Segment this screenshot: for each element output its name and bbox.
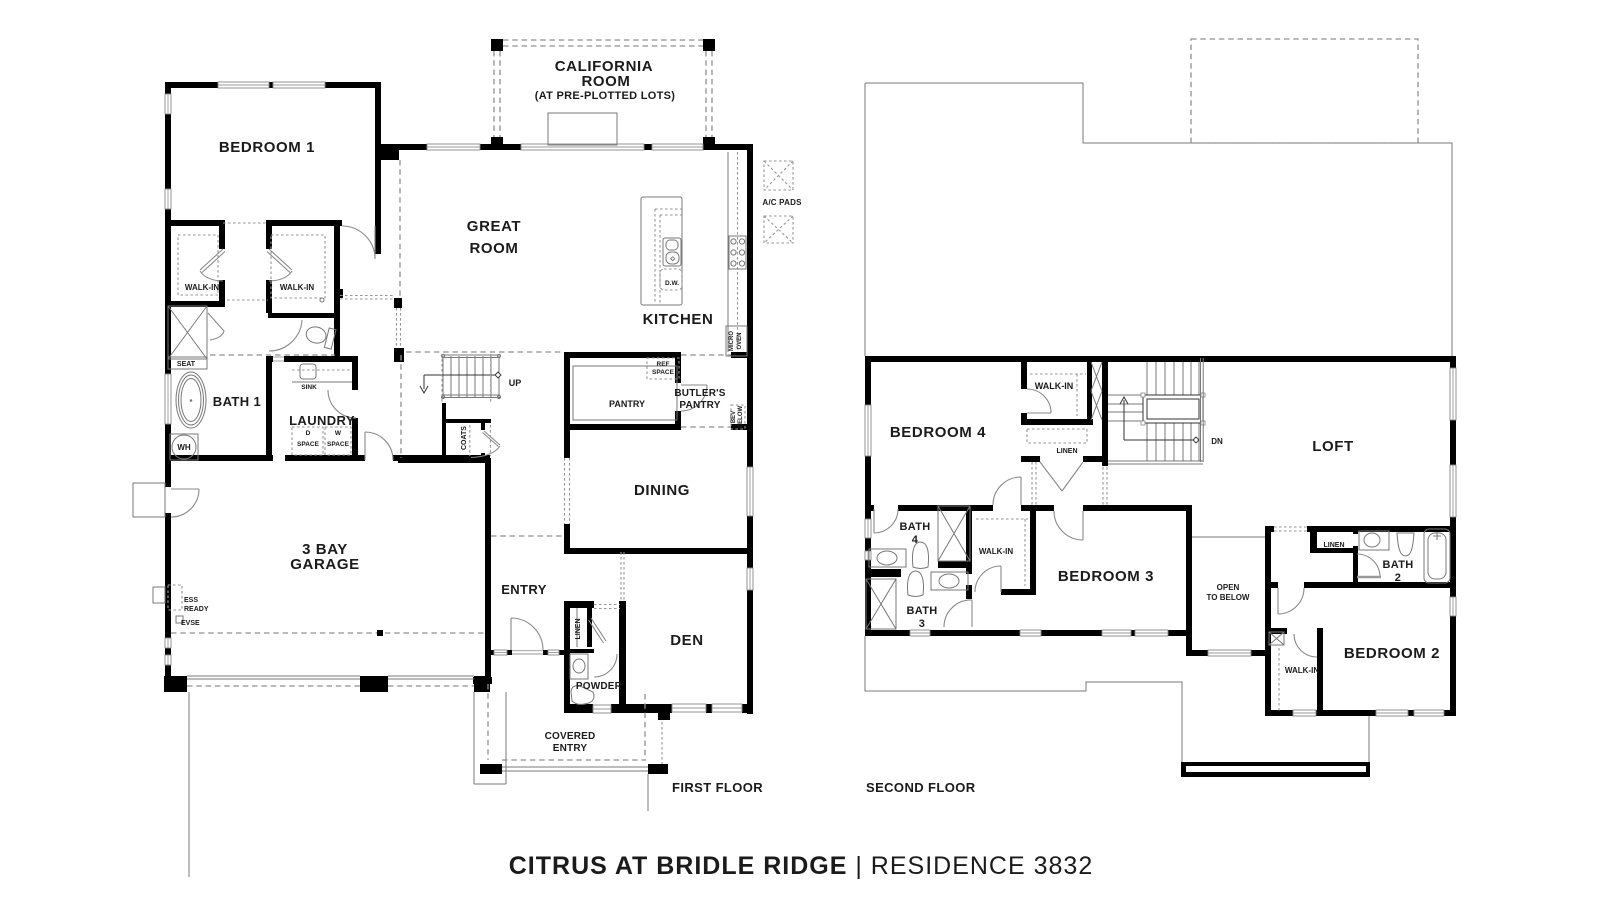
svg-text:BATH 1: BATH 1 (213, 394, 261, 409)
svg-text:WALK-IN: WALK-IN (185, 283, 219, 292)
svg-text:DINING: DINING (634, 482, 690, 499)
svg-text:4: 4 (912, 534, 919, 546)
svg-text:DN: DN (1211, 437, 1223, 446)
svg-text:PANTRY: PANTRY (679, 400, 720, 411)
svg-text:CITRUS AT BRIDLE RIDGE | RESID: CITRUS AT BRIDLE RIDGE | RESIDENCE 3832 (509, 852, 1093, 880)
svg-text:D: D (306, 430, 311, 437)
svg-text:SPACE: SPACE (652, 369, 675, 376)
svg-text:(AT PRE-PLOTTED LOTS): (AT PRE-PLOTTED LOTS) (535, 90, 676, 102)
svg-text:SECOND FLOOR: SECOND FLOOR (866, 780, 976, 795)
svg-text:BELOW: BELOW (738, 406, 744, 429)
svg-text:KITCHEN: KITCHEN (643, 311, 714, 328)
svg-text:SEAT: SEAT (177, 361, 196, 368)
svg-text:WALK-IN: WALK-IN (979, 547, 1013, 556)
svg-text:LOFT: LOFT (1312, 438, 1354, 455)
svg-text:BEDROOM 2: BEDROOM 2 (1344, 645, 1440, 662)
svg-text:BATH: BATH (907, 605, 938, 617)
svg-text:BEDROOM 3: BEDROOM 3 (1058, 568, 1154, 585)
svg-text:WALK-IN: WALK-IN (1035, 381, 1074, 391)
svg-text:LINEN: LINEN (1324, 542, 1345, 549)
svg-text:SPACE: SPACE (327, 441, 350, 448)
svg-text:ENTRY: ENTRY (553, 743, 588, 754)
svg-text:COATS: COATS (461, 426, 468, 450)
svg-text:BEDROOM 1: BEDROOM 1 (219, 139, 315, 156)
svg-text:SINK: SINK (301, 384, 317, 391)
svg-text:3: 3 (919, 618, 925, 630)
svg-text:BEDROOM 4: BEDROOM 4 (890, 424, 986, 441)
svg-text:BUTLER'S: BUTLER'S (674, 388, 725, 399)
svg-text:GREAT: GREAT (467, 218, 521, 235)
svg-text:WALK-IN: WALK-IN (1285, 666, 1319, 675)
svg-text:CALIFORNIA: CALIFORNIA (555, 58, 654, 75)
svg-text:ROOM: ROOM (469, 240, 518, 257)
svg-text:OVEN: OVEN (737, 332, 743, 349)
svg-text:OPEN: OPEN (1217, 583, 1240, 592)
svg-text:TO BELOW: TO BELOW (1207, 593, 1250, 602)
svg-text:BEV: BEV (731, 411, 737, 423)
svg-text:READY: READY (184, 606, 209, 613)
svg-text:COVERED: COVERED (545, 731, 596, 742)
svg-text:SPACE: SPACE (297, 441, 320, 448)
svg-text:ROOM: ROOM (581, 73, 630, 90)
svg-text:3 BAY: 3 BAY (302, 541, 348, 558)
svg-text:W: W (335, 430, 342, 437)
svg-text:ENTRY: ENTRY (501, 582, 547, 597)
svg-text:MICRO: MICRO (729, 331, 735, 351)
svg-text:2: 2 (1395, 572, 1401, 584)
svg-text:LAUNDRY: LAUNDRY (289, 413, 355, 428)
svg-text:BATH: BATH (900, 521, 931, 533)
svg-text:LINEN: LINEN (575, 619, 582, 640)
svg-text:LINEN: LINEN (1057, 448, 1078, 455)
svg-text:PANTRY: PANTRY (609, 399, 645, 409)
svg-text:ESS: ESS (184, 597, 198, 604)
svg-text:BATH: BATH (1383, 559, 1414, 571)
svg-text:WALK-IN: WALK-IN (280, 283, 314, 292)
svg-text:UP: UP (509, 378, 522, 388)
svg-text:EVSE: EVSE (181, 620, 200, 627)
svg-text:D.W.: D.W. (665, 280, 679, 287)
svg-text:POWDER: POWDER (576, 681, 623, 692)
svg-text:GARAGE: GARAGE (290, 556, 359, 573)
svg-text:FIRST FLOOR: FIRST FLOOR (672, 780, 763, 795)
svg-text:WH: WH (177, 443, 191, 452)
svg-text:A/C PADS: A/C PADS (762, 198, 802, 207)
svg-text:REF: REF (657, 361, 670, 368)
svg-text:DEN: DEN (670, 632, 703, 649)
